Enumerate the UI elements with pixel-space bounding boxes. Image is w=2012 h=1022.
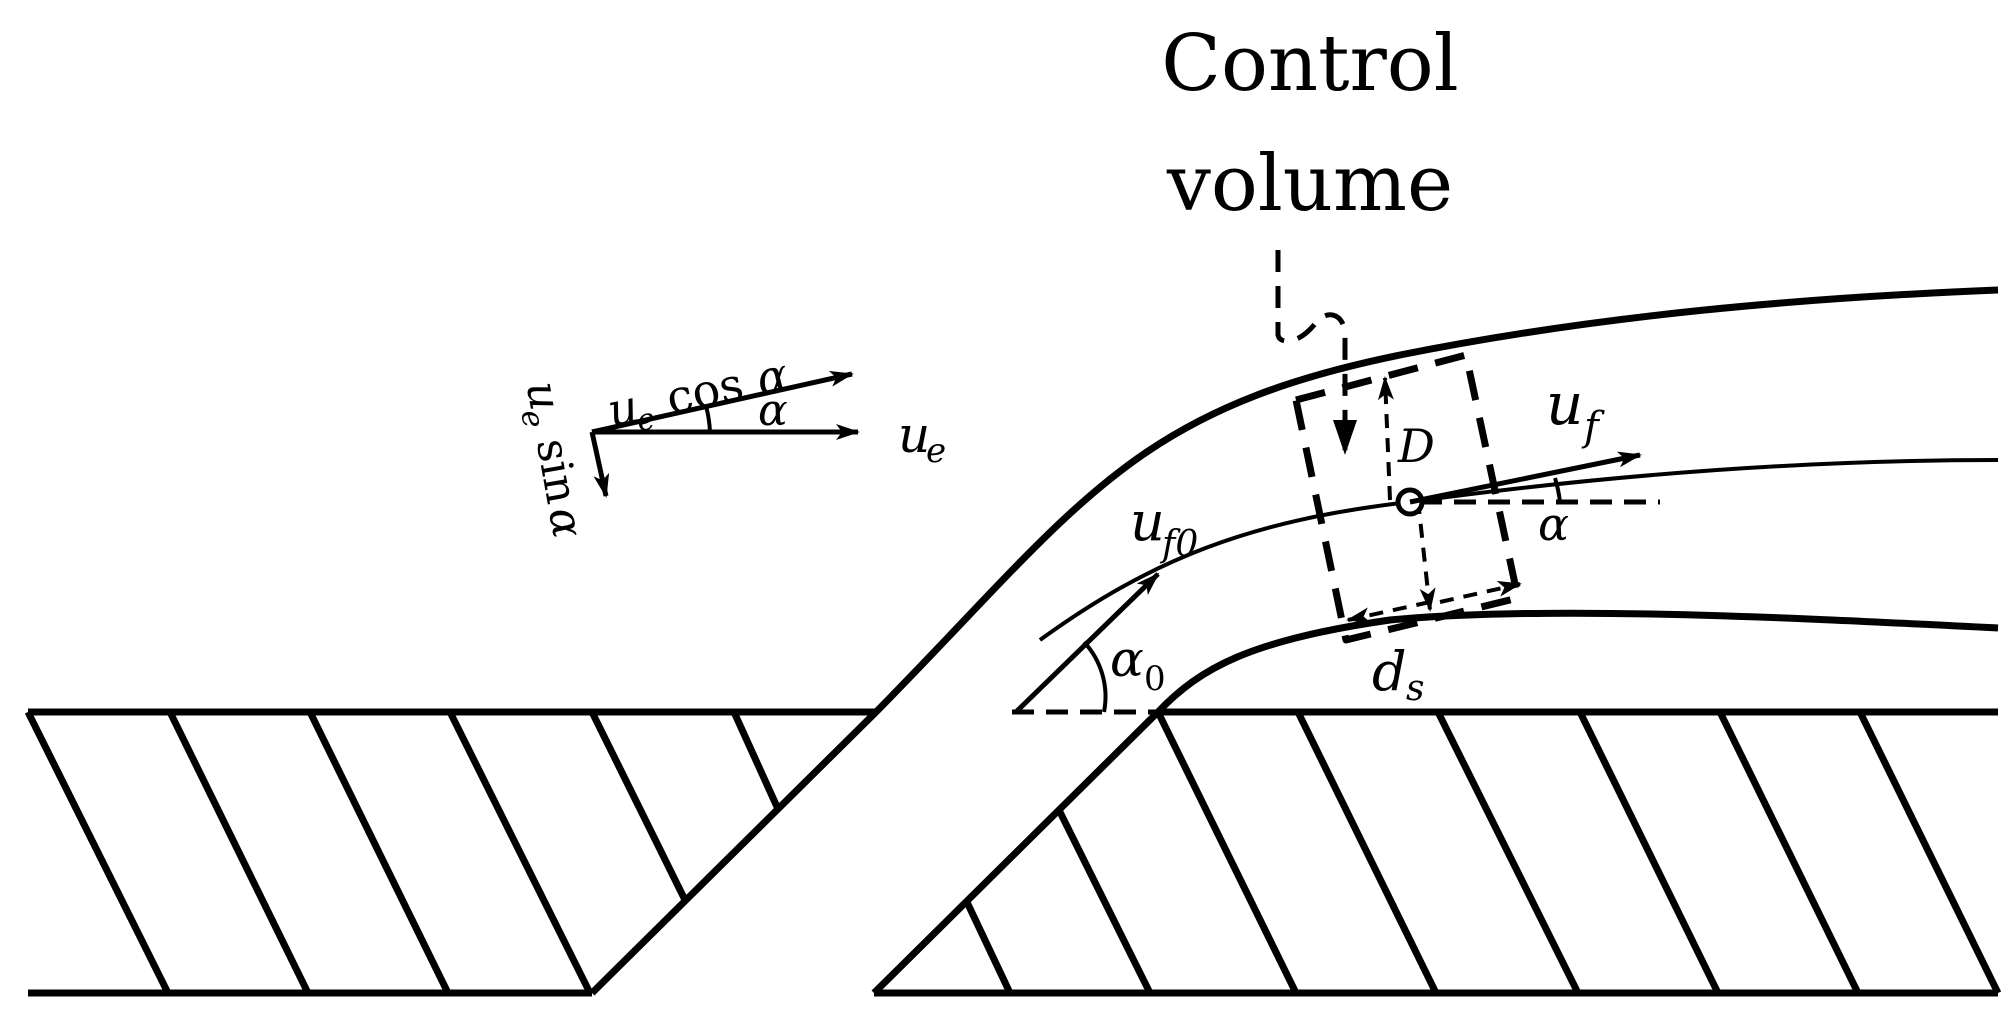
label-ds: d s (1372, 640, 1424, 709)
label-uf: u f (1546, 370, 1605, 450)
ue-sin-vector (589, 431, 610, 498)
control-volume-leader-arrowhead (1333, 420, 1357, 455)
label-ue-u: u (898, 406, 930, 464)
jet-upper-boundary (873, 286, 1999, 715)
cv-arrow-up (1377, 376, 1394, 501)
control-volume-leader (1275, 250, 1348, 450)
label-ue-sin-alpha: u e sin α (513, 378, 593, 542)
title-line-1: Control (1161, 19, 1458, 109)
label-ue-sin-sub: e (513, 407, 551, 431)
label-alpha0-sub: 0 (1144, 659, 1166, 699)
ue-cos-vector (591, 370, 854, 435)
small-alpha-arc (704, 405, 712, 433)
label-uf0: u f0 (1130, 490, 1198, 565)
label-alpha0-alpha: α (1110, 630, 1144, 688)
label-ds-d: d (1372, 640, 1407, 703)
label-ue-sin-fn: sin (526, 435, 588, 508)
label-D: D (1397, 419, 1435, 473)
label-uf0-u: u (1130, 490, 1165, 553)
label-alpha-small: α (758, 385, 788, 436)
label-uf-sub: f (1581, 404, 1605, 450)
label-alpha0: α 0 (1110, 630, 1166, 699)
label-ds-sub: s (1406, 668, 1424, 709)
alpha0-angle-arc (1082, 640, 1108, 713)
label-ue-sub: e (926, 431, 946, 471)
left-wall-block (24, 708, 879, 997)
uf-vector (1409, 451, 1642, 505)
alpha-angle-arc (1553, 477, 1562, 503)
right-wall-block (871, 708, 2002, 997)
label-alpha-right: α (1538, 497, 1569, 551)
cv-arrow-right (1439, 581, 1522, 604)
left-wall-hatching (24, 710, 782, 995)
label-ue-cos-fn: cos (661, 356, 748, 425)
velocity-decomposition (589, 370, 860, 498)
cv-arrow-down (1416, 499, 1436, 612)
label-uf-u: u (1546, 370, 1583, 438)
label-ue-sin-alpha: α (538, 504, 593, 542)
cv-arrow-left (1346, 600, 1431, 624)
label-ue: u e (898, 406, 946, 471)
jet-lower-boundary (1155, 609, 1999, 715)
title-line-2: volume (1166, 139, 1453, 229)
label-uf0-sub: f0 (1159, 524, 1198, 565)
control-volume-box (1292, 351, 1522, 644)
right-wall-hatching (962, 710, 2002, 995)
